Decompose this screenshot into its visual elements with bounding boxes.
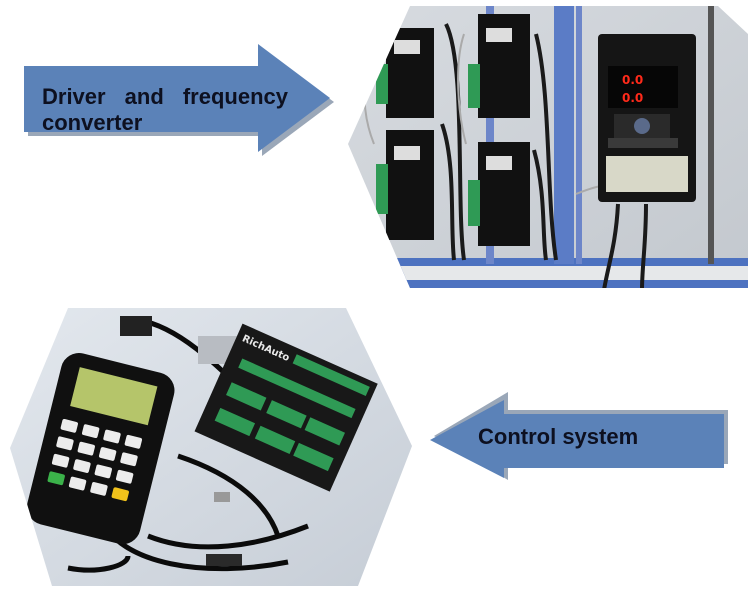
inverter-display-bottom: 0.0 bbox=[622, 91, 643, 105]
control-system-label: Control system bbox=[478, 424, 639, 449]
control-system-photo: RichAuto bbox=[8, 306, 414, 588]
driver-panel-photo: 0.0 0.0 bbox=[346, 4, 748, 290]
inverter-display-top: 0.0 bbox=[622, 73, 643, 87]
control-arrow bbox=[428, 392, 746, 480]
driver-arrow bbox=[20, 44, 340, 156]
driver-frequency-label: Driver and frequency converter bbox=[42, 84, 288, 135]
